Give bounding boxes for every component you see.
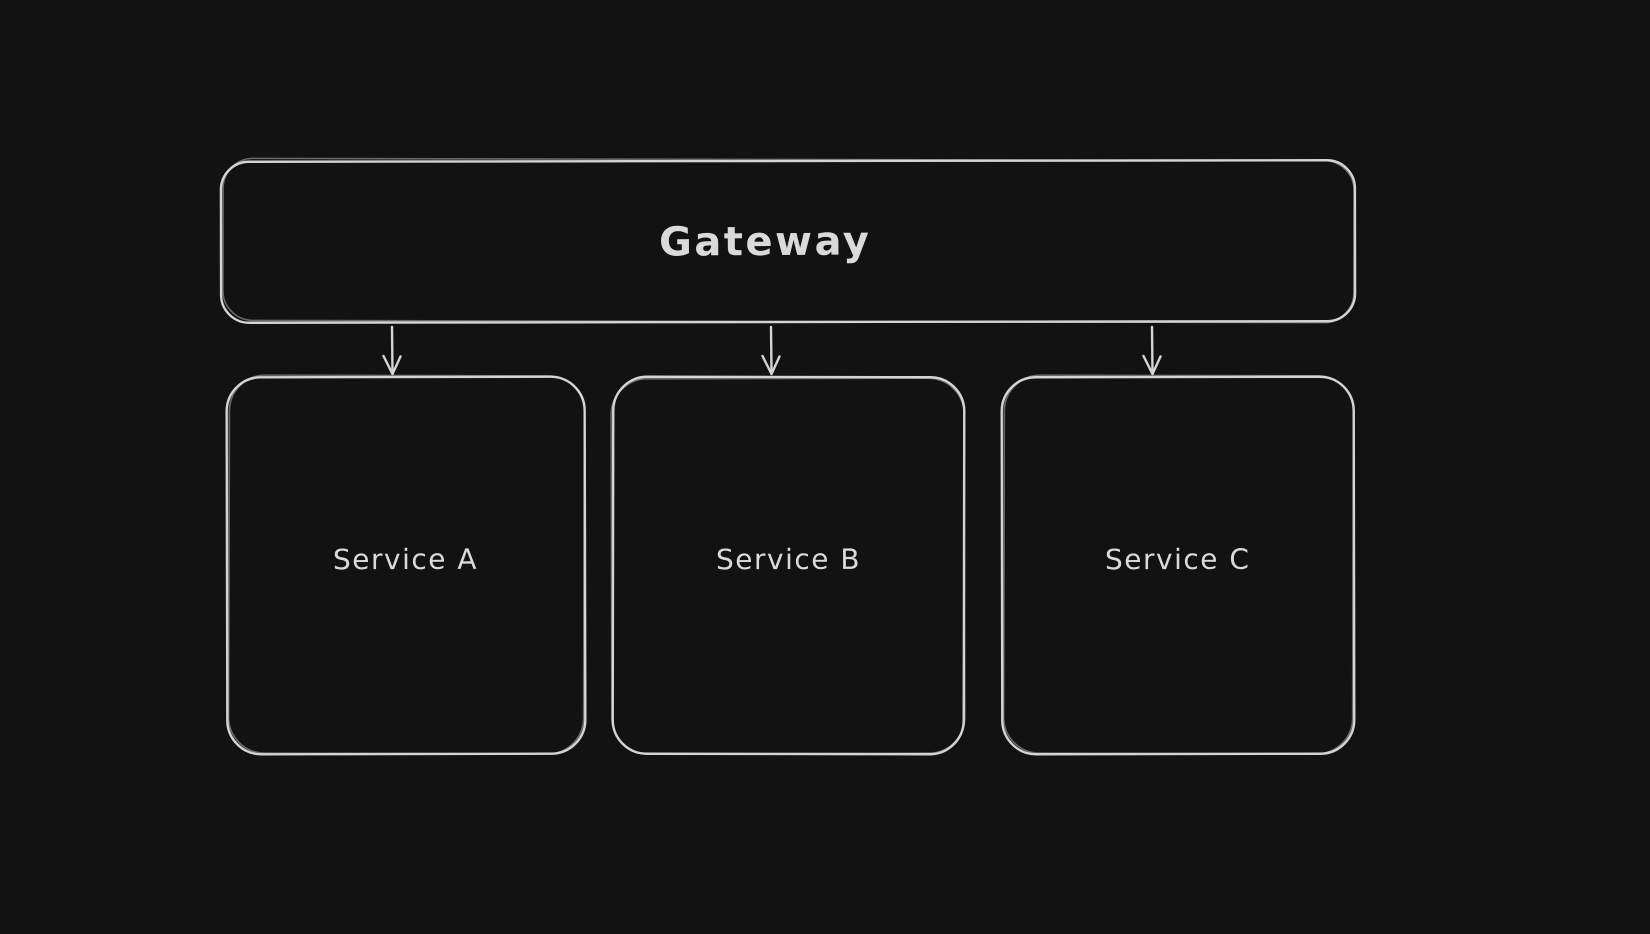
node-service-c-shape[interactable] [1000,374,1356,756]
node-service-a[interactable]: Service A [227,377,585,754]
arrow-gateway-to-service-b[interactable] [761,325,781,376]
arrow-gateway-to-service-c[interactable] [1142,325,1162,376]
node-service-a-label: Service A [333,542,479,577]
node-gateway-shape[interactable] [219,157,1357,324]
node-service-b-shape[interactable] [610,375,966,756]
node-service-a-shape[interactable] [225,374,587,756]
node-service-b[interactable]: Service B [613,377,964,754]
node-service-b-label: Service B [715,542,862,577]
arrow-gateway-to-service-a[interactable] [382,325,402,376]
node-service-c-label: Service C [1105,542,1251,577]
node-gateway-label: Gateway [658,217,872,266]
node-service-c[interactable]: Service C [1002,377,1354,754]
node-gateway[interactable]: Gateway [221,161,1355,322]
